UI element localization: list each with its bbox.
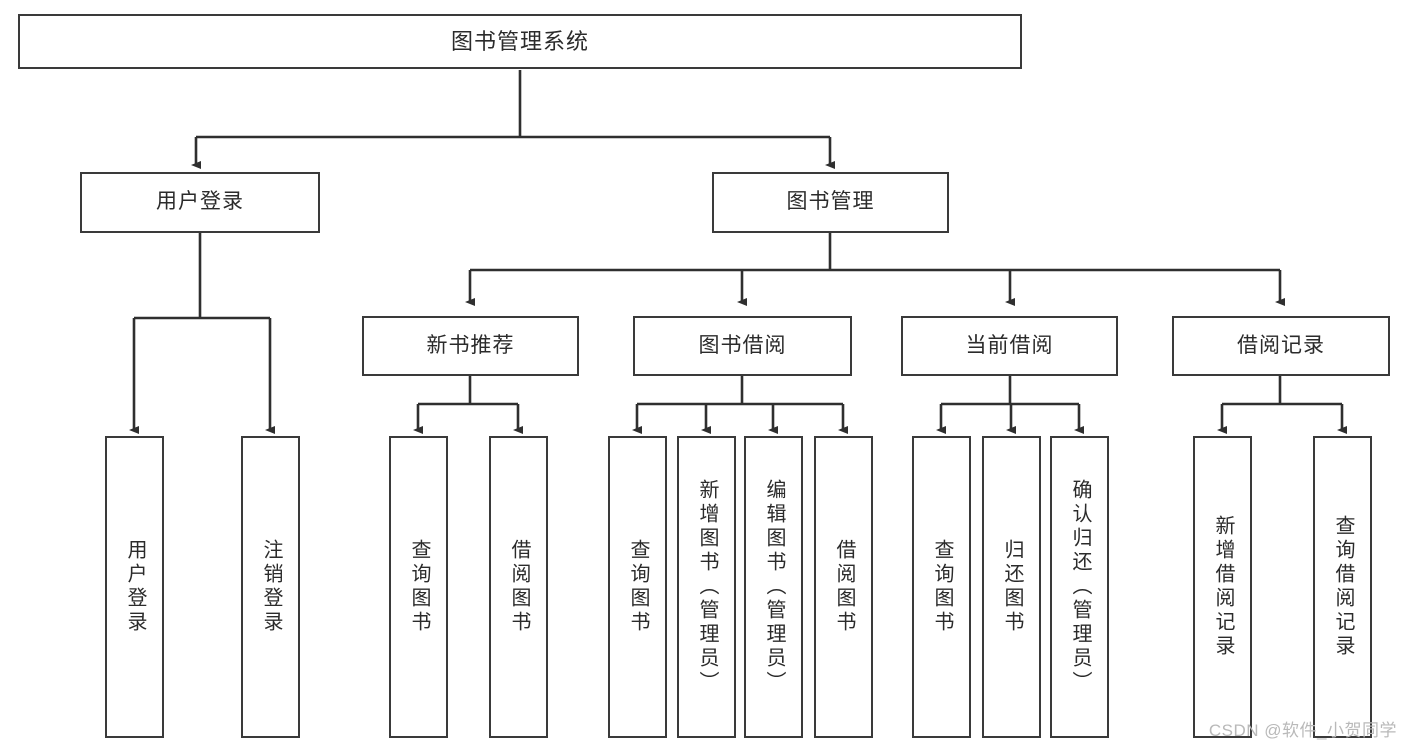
node-leaf-query-borrow-record[interactable]: 查询借阅记录 xyxy=(1313,436,1372,738)
node-leaf-add-borrow-record-label: 新增借阅记录 xyxy=(1212,515,1234,659)
node-leaf-user-login[interactable]: 用户登录 xyxy=(105,436,164,738)
node-current-borrow[interactable]: 当前借阅 xyxy=(901,316,1118,376)
node-user-login[interactable]: 用户登录 xyxy=(80,172,320,233)
node-leaf-borrow-book-bb-label: 借阅图书 xyxy=(833,539,855,635)
node-book-management[interactable]: 图书管理 xyxy=(712,172,949,233)
node-user-login-label: 用户登录 xyxy=(156,190,244,214)
node-leaf-query-book-cb-label: 查询图书 xyxy=(931,539,953,635)
node-leaf-query-book-bb[interactable]: 查询图书 xyxy=(608,436,667,738)
node-leaf-edit-book-admin[interactable]: 编辑图书（管理员） xyxy=(744,436,803,738)
node-leaf-confirm-return-admin-label: 确认归还（管理员） xyxy=(1069,479,1091,695)
node-leaf-return-book[interactable]: 归还图书 xyxy=(982,436,1041,738)
node-borrow-record[interactable]: 借阅记录 xyxy=(1172,316,1390,376)
node-leaf-user-login-label: 用户登录 xyxy=(124,539,146,635)
node-leaf-return-book-label: 归还图书 xyxy=(1001,539,1023,635)
node-new-book-recommend[interactable]: 新书推荐 xyxy=(362,316,579,376)
node-leaf-borrow-book-nbr[interactable]: 借阅图书 xyxy=(489,436,548,738)
node-leaf-borrow-book-nbr-label: 借阅图书 xyxy=(508,539,530,635)
node-leaf-add-book-admin-label: 新增图书（管理员） xyxy=(696,479,718,695)
node-borrow-record-label: 借阅记录 xyxy=(1237,333,1325,357)
node-leaf-query-book-nbr-label: 查询图书 xyxy=(408,539,430,635)
node-leaf-query-book-nbr[interactable]: 查询图书 xyxy=(389,436,448,738)
node-book-borrow-label: 图书借阅 xyxy=(698,333,787,357)
node-new-book-recommend-label: 新书推荐 xyxy=(426,333,515,357)
node-leaf-borrow-book-bb[interactable]: 借阅图书 xyxy=(814,436,873,738)
node-leaf-add-borrow-record[interactable]: 新增借阅记录 xyxy=(1193,436,1252,738)
node-leaf-query-book-bb-label: 查询图书 xyxy=(627,539,649,635)
node-leaf-confirm-return-admin[interactable]: 确认归还（管理员） xyxy=(1050,436,1109,738)
node-root-system-label: 图书管理系统 xyxy=(450,28,589,54)
node-leaf-logout[interactable]: 注销登录 xyxy=(241,436,300,738)
node-book-borrow[interactable]: 图书借阅 xyxy=(633,316,852,376)
node-leaf-logout-label: 注销登录 xyxy=(260,539,282,635)
node-leaf-edit-book-admin-label: 编辑图书（管理员） xyxy=(763,479,785,695)
watermark: CSDN @软件_小贺同学 xyxy=(1208,721,1397,740)
node-current-borrow-label: 当前借阅 xyxy=(965,333,1054,357)
node-leaf-query-book-cb[interactable]: 查询图书 xyxy=(912,436,971,738)
node-leaf-add-book-admin[interactable]: 新增图书（管理员） xyxy=(677,436,736,738)
node-book-management-label: 图书管理 xyxy=(786,190,875,214)
node-leaf-query-borrow-record-label: 查询借阅记录 xyxy=(1332,515,1354,659)
node-root-system[interactable]: 图书管理系统 xyxy=(18,14,1022,69)
